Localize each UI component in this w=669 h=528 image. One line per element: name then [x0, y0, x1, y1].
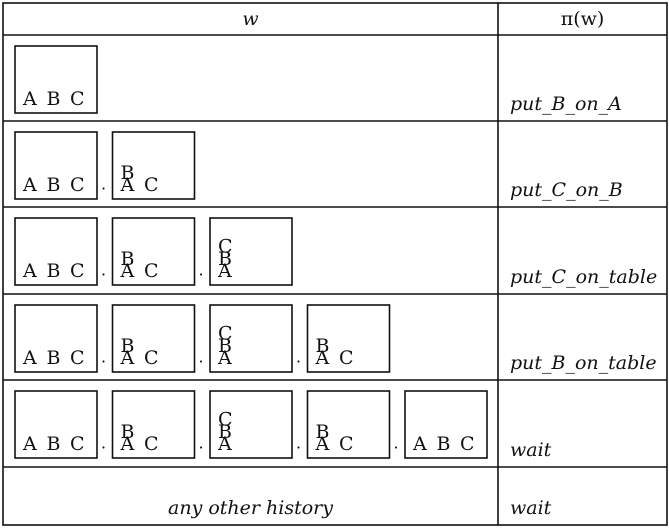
block-B: B [121, 248, 135, 270]
block-A: A [120, 174, 135, 196]
block-C: C [460, 433, 475, 455]
block-B: B [47, 260, 61, 282]
block-A: A [217, 260, 232, 282]
action-label: wait [510, 439, 552, 461]
header-pi: π(w) [561, 8, 605, 30]
block-B: B [218, 248, 232, 270]
block-A: A [315, 433, 330, 455]
concat-dot: · [101, 179, 106, 198]
block-B: B [47, 88, 61, 110]
block-C: C [218, 409, 233, 431]
block-A: A [217, 433, 232, 455]
blocks-state-box [14, 217, 98, 286]
block-C: C [218, 323, 233, 345]
block-A: A [22, 347, 37, 369]
other-action-label: wait [510, 497, 552, 519]
block-A: A [120, 347, 135, 369]
block-B: B [47, 174, 61, 196]
block-A: A [120, 433, 135, 455]
block-C: C [144, 347, 159, 369]
blocks-state-box [404, 390, 488, 459]
block-A: A [315, 347, 330, 369]
block-B: B [47, 433, 61, 455]
concat-dot: · [198, 352, 203, 371]
block-A: A [22, 174, 37, 196]
block-C: C [339, 433, 354, 455]
concat-dot: · [101, 265, 106, 284]
concat-dot: · [101, 438, 106, 457]
concat-dot: · [198, 265, 203, 284]
block-B: B [121, 421, 135, 443]
block-B: B [437, 433, 451, 455]
blocks-state-box [209, 304, 293, 373]
block-A: A [22, 433, 37, 455]
block-C: C [339, 347, 354, 369]
header-w: w [242, 8, 258, 30]
block-A: A [22, 260, 37, 282]
action-label: put_B_on_table [510, 352, 657, 374]
block-C: C [70, 260, 85, 282]
block-B: B [47, 347, 61, 369]
block-B: B [316, 335, 330, 357]
block-C: C [144, 174, 159, 196]
blocks-state-box [209, 217, 293, 286]
blocks-state-box [306, 390, 391, 459]
concat-dot: · [296, 438, 301, 457]
block-A: A [412, 433, 427, 455]
block-A: A [120, 260, 135, 282]
block-A: A [217, 347, 232, 369]
blocks-state-box [111, 390, 196, 459]
concat-dot: · [101, 352, 106, 371]
block-B: B [121, 162, 135, 184]
block-C: C [70, 174, 85, 196]
blocks-state-box [14, 45, 98, 114]
action-label: put_C_on_B [510, 179, 623, 201]
action-label: put_C_on_table [510, 266, 657, 288]
blocks-state-box [14, 390, 98, 459]
block-C: C [218, 236, 233, 258]
block-C: C [70, 433, 85, 455]
block-A: A [22, 88, 37, 110]
block-B: B [218, 421, 232, 443]
block-C: C [70, 88, 85, 110]
blocks-state-box [306, 304, 391, 373]
block-B: B [218, 335, 232, 357]
blocks-state-box [111, 217, 196, 286]
block-B: B [316, 421, 330, 443]
other-history-label: any other history [168, 497, 333, 519]
block-C: C [144, 260, 159, 282]
blocks-state-box [209, 390, 293, 459]
block-C: C [144, 433, 159, 455]
action-label: put_B_on_A [510, 93, 622, 115]
blocks-state-box [111, 131, 196, 200]
block-B: B [121, 335, 135, 357]
block-C: C [70, 347, 85, 369]
concat-dot: · [198, 438, 203, 457]
blocks-state-box [111, 304, 196, 373]
concat-dot: · [393, 438, 398, 457]
blocks-state-box [14, 304, 98, 373]
concat-dot: · [296, 352, 301, 371]
blocks-state-box [14, 131, 98, 200]
